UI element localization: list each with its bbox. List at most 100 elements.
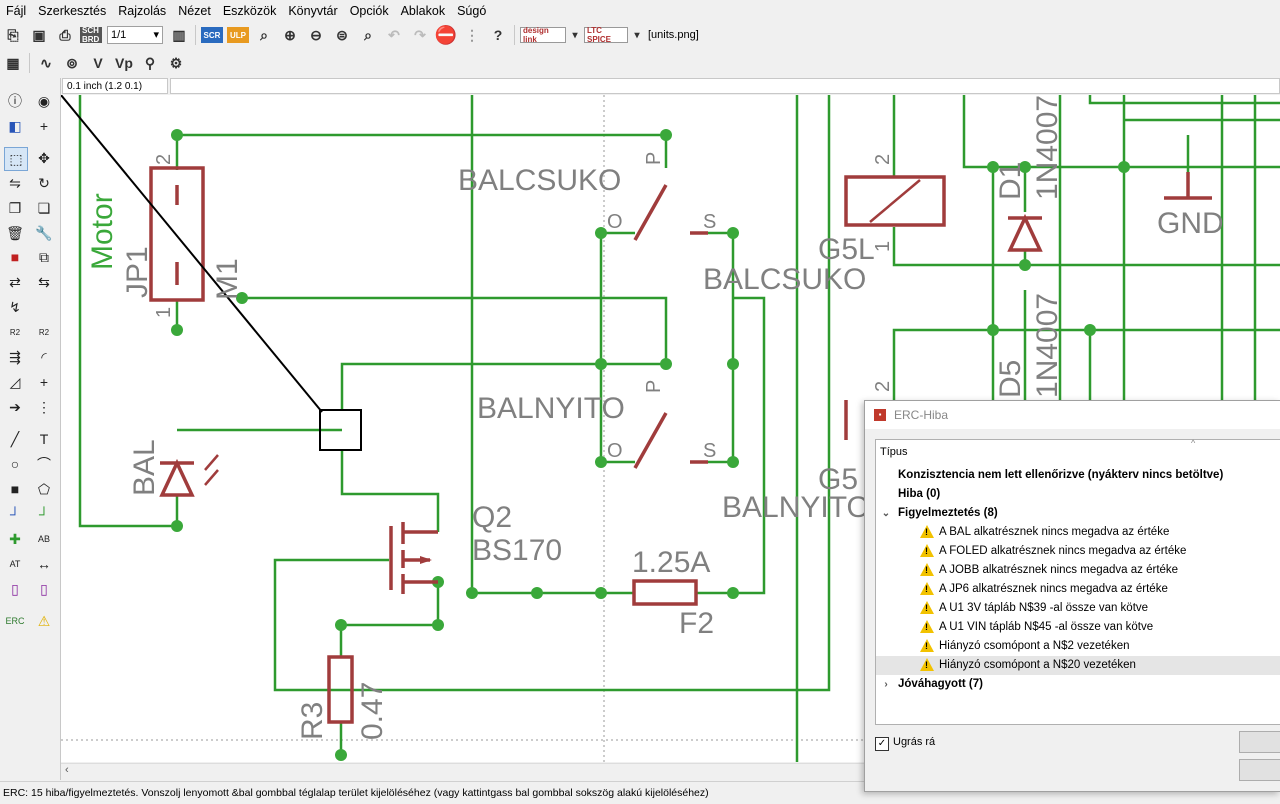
replace-icon[interactable]: ⧉: [39, 248, 49, 265]
copy-icon[interactable]: ❐: [8, 199, 22, 216]
voltage-probe-icon[interactable]: V: [93, 55, 103, 71]
chevron-right-icon[interactable]: ›: [884, 679, 888, 690]
menu-window[interactable]: Ablakok: [400, 4, 446, 18]
grid-icon[interactable]: ▦: [6, 54, 20, 71]
net-icon[interactable]: ┘: [10, 506, 20, 522]
undo-icon[interactable]: ↶: [388, 26, 400, 43]
eye-icon[interactable]: ◉: [37, 92, 51, 109]
layers-icon[interactable]: ◧: [8, 117, 22, 134]
menu-view[interactable]: Nézet: [178, 4, 211, 18]
column-header-type[interactable]: Típus: [880, 446, 908, 458]
warning-item[interactable]: !A JOBB alkatrésznek nincs megadva az ér…: [876, 561, 1280, 580]
warning-item[interactable]: !A JP6 alkatrésznek nincs megadva az ért…: [876, 580, 1280, 599]
open-icon[interactable]: ⎘: [7, 26, 19, 43]
paste-icon[interactable]: ❏: [37, 199, 51, 216]
wrench-icon[interactable]: 🔧: [35, 224, 53, 241]
tree-item-errors[interactable]: Hiba (0): [876, 485, 1280, 504]
dialog-titlebar[interactable]: ▪ ERC-Hiba: [865, 401, 1280, 429]
move-icon[interactable]: ✥: [38, 149, 50, 166]
warning-item-selected[interactable]: !Hiányzó csomópont a N$20 vezetéken: [876, 656, 1280, 675]
tree-item-approved[interactable]: › Jóváhagyott (7): [876, 675, 1280, 694]
warning-item[interactable]: !A BAL alkatrésznek nincs megadva az ért…: [876, 523, 1280, 542]
menu-options[interactable]: Opciók: [349, 4, 389, 18]
script-button[interactable]: SCR: [201, 27, 223, 43]
junction-icon[interactable]: ✚: [9, 530, 21, 547]
zoom-out-icon[interactable]: ⊖: [310, 26, 322, 43]
help-icon[interactable]: ?: [493, 27, 503, 43]
attribute-icon[interactable]: AT: [9, 559, 21, 569]
warning-icon[interactable]: ⚠: [37, 612, 51, 629]
stop-icon[interactable]: ⛔: [434, 24, 458, 45]
zoom-select-icon[interactable]: ⌕: [364, 26, 372, 43]
designlink-button[interactable]: design link: [520, 26, 566, 44]
scroll-left-icon[interactable]: ‹: [65, 764, 69, 776]
chevron-down-icon[interactable]: ▾: [572, 29, 578, 41]
erc-tree[interactable]: Típus ^ Konzisztencia nem lett ellenőriz…: [875, 438, 1280, 725]
go-icon[interactable]: ⋮: [465, 26, 479, 43]
voltage-phase-icon[interactable]: Vp: [115, 55, 133, 71]
invoke-icon[interactable]: ➔: [9, 398, 21, 415]
dialog-button[interactable]: [1239, 731, 1280, 753]
erc-icon[interactable]: ERC: [5, 616, 25, 626]
menu-draw[interactable]: Rajzolás: [118, 4, 167, 18]
menu-file[interactable]: Fájl: [6, 4, 27, 18]
value-icon[interactable]: R2: [38, 327, 50, 337]
gateswap-icon[interactable]: ⇆: [38, 273, 50, 290]
print-icon[interactable]: ⎙: [59, 26, 71, 43]
menu-help[interactable]: Súgó: [457, 4, 487, 18]
module-icon[interactable]: ▯: [40, 580, 48, 597]
dialog-button[interactable]: [1239, 759, 1280, 781]
name-icon[interactable]: R2: [9, 327, 21, 337]
zoom-in-icon[interactable]: ⊕: [284, 26, 296, 43]
gate-icon[interactable]: ⋮: [37, 398, 51, 415]
menu-edit[interactable]: Szerkesztés: [38, 4, 107, 18]
warning-item[interactable]: !A FOLED alkatrésznek nincs megadva az é…: [876, 542, 1280, 561]
arc-icon[interactable]: ⌒: [37, 456, 51, 472]
label-icon[interactable]: AB: [37, 534, 50, 544]
polygon-icon[interactable]: ⬠: [37, 480, 51, 497]
chevron-down-icon[interactable]: ▾: [634, 29, 640, 41]
menu-tools[interactable]: Eszközök: [222, 4, 277, 18]
zoom-fit-icon[interactable]: ⌕: [260, 26, 268, 43]
zoom-redraw-icon[interactable]: ⊜: [336, 26, 348, 43]
rotate-icon[interactable]: ↻: [38, 174, 50, 191]
pinswap-icon[interactable]: ⇄: [9, 273, 21, 290]
split-icon[interactable]: ◿: [9, 373, 21, 390]
chevron-down-icon[interactable]: ⌄: [881, 508, 891, 519]
delete-icon[interactable]: 🗑: [6, 224, 24, 241]
save-icon[interactable]: ▣: [32, 26, 46, 43]
ltspice-button[interactable]: LTC SPICE: [584, 26, 628, 44]
wire-icon[interactable]: ┘: [39, 506, 49, 522]
horizontal-scrollbar[interactable]: ‹: [61, 763, 865, 781]
jump-checkbox[interactable]: ✓: [875, 737, 889, 751]
group-select-icon[interactable]: ⬚: [4, 147, 28, 171]
mirror-icon[interactable]: ⇋: [9, 174, 21, 191]
smash-icon[interactable]: ⇶: [9, 348, 21, 365]
sch-brd-button[interactable]: SCH BRD: [80, 26, 102, 44]
sim-probe-icon[interactable]: ⊚: [66, 54, 78, 71]
ulp-button[interactable]: ULP: [227, 27, 249, 43]
warning-item[interactable]: !A U1 VIN tápláb N$45 -al össze van kötv…: [876, 618, 1280, 637]
redo-icon[interactable]: ↷: [414, 26, 426, 43]
rectangle-icon[interactable]: ■: [10, 481, 20, 497]
tree-item-consistency[interactable]: Konzisztencia nem lett ellenőrizve (nyák…: [876, 466, 1280, 485]
dimension-icon[interactable]: ↔: [37, 556, 51, 572]
sheets-icon[interactable]: ▥: [172, 26, 186, 43]
add-part-icon[interactable]: ■: [10, 249, 20, 265]
sim-net-icon[interactable]: ⚲: [144, 54, 156, 71]
mark-icon[interactable]: +: [39, 118, 49, 134]
miter-icon[interactable]: ◜: [41, 348, 47, 365]
gear-icon[interactable]: ⚙: [169, 54, 183, 71]
warning-item[interactable]: !A U1 3V tápláb N$39 -al össze van kötve: [876, 599, 1280, 618]
sheet-combo[interactable]: 1/1▾: [107, 26, 163, 44]
optimize-icon[interactable]: +: [39, 374, 49, 390]
info-icon[interactable]: ⓘ: [8, 93, 22, 109]
text-icon[interactable]: T: [39, 431, 49, 447]
line-icon[interactable]: ╱: [10, 430, 20, 447]
menu-library[interactable]: Könyvtár: [288, 4, 338, 18]
command-line-input[interactable]: [170, 78, 1280, 94]
recalc-icon[interactable]: ↯: [9, 298, 21, 315]
frame-icon[interactable]: ▯: [11, 580, 19, 597]
units-menu-item[interactable]: [units.png]: [648, 29, 699, 41]
tree-item-warnings[interactable]: ⌄ Figyelmeztetés (8): [876, 504, 1280, 523]
